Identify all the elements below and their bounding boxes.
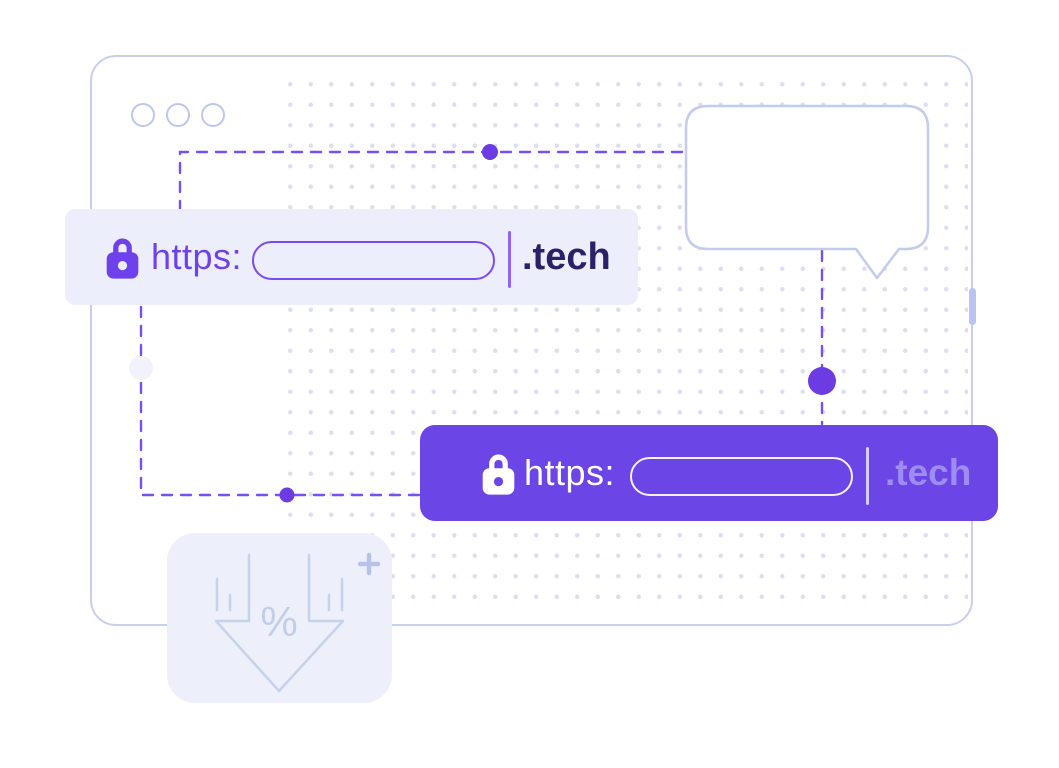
divider-line (866, 447, 869, 505)
plus-icon (357, 552, 381, 576)
protocol-label: https: (524, 452, 616, 493)
percent-label: % (260, 598, 297, 645)
lock-icon (482, 454, 515, 495)
scrollbar-thumb[interactable] (968, 288, 976, 325)
window-controls (131, 103, 225, 127)
window-control-button[interactable] (201, 103, 225, 127)
divider-line (508, 231, 511, 288)
tld-label: .tech (885, 452, 972, 493)
window-control-button[interactable] (131, 103, 155, 127)
discount-card: % (167, 533, 392, 703)
discount-arrow-icon: % (214, 552, 381, 693)
down-arrow-outline (214, 553, 345, 693)
tld-label: .tech (522, 236, 611, 278)
lock-icon (106, 238, 139, 279)
address-bar-purple: https: .tech (420, 425, 998, 521)
domain-input[interactable] (630, 457, 853, 496)
domain-input[interactable] (252, 241, 495, 280)
window-control-button[interactable] (166, 103, 190, 127)
protocol-label: https: (151, 236, 243, 277)
address-bar-light: https: .tech (65, 209, 638, 305)
